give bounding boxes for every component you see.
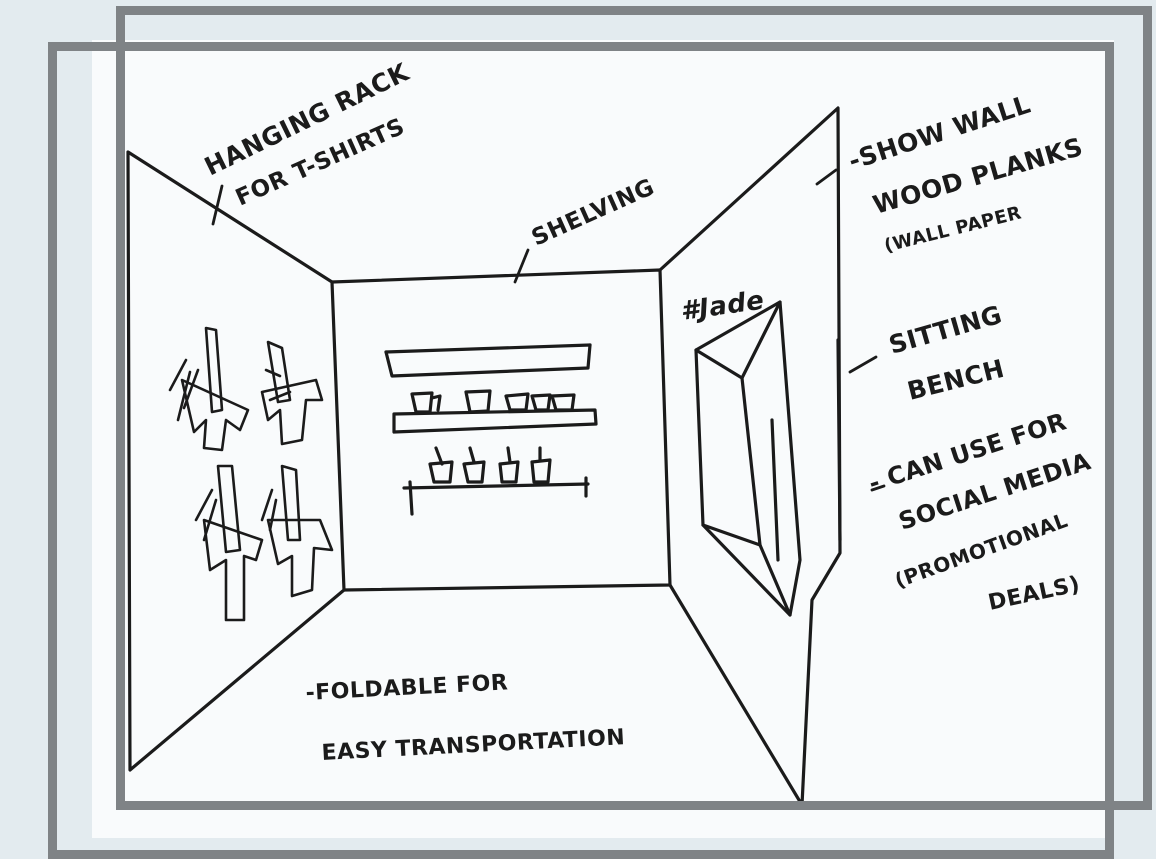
frame-front [48,42,1114,859]
